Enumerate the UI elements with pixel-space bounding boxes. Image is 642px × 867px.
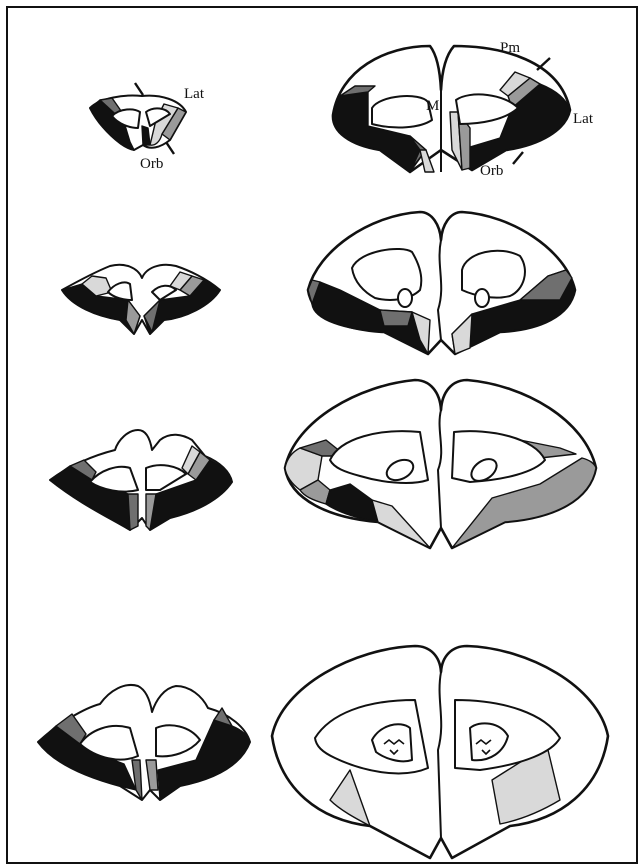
label-m: M bbox=[426, 98, 439, 114]
label-pm: Pm bbox=[500, 40, 520, 56]
label-orb-large: Orb bbox=[480, 163, 503, 179]
label-orb-small: Orb bbox=[140, 156, 163, 172]
label-lat-large: Lat bbox=[573, 111, 594, 127]
label-lat-small: Lat bbox=[184, 86, 205, 102]
